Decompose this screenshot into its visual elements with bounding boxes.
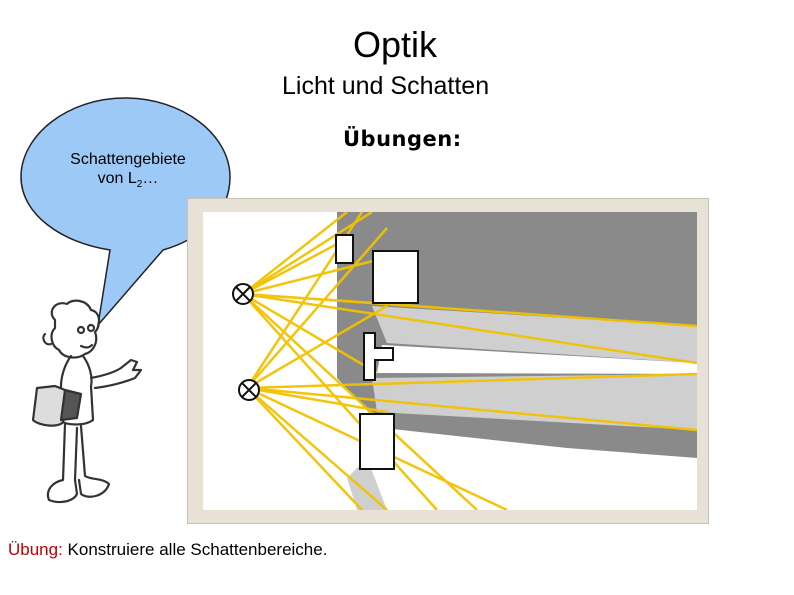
penumbra-band-1 <box>372 306 697 363</box>
task-instruction: Übung: Konstruiere alle Schattenbereiche… <box>8 540 327 560</box>
task-text: Konstruiere alle Schattenbereiche. <box>62 540 328 559</box>
light-bulb-cross-icon <box>238 379 260 401</box>
penumbra-band-3 <box>347 458 387 510</box>
light-bulb-cross-icon <box>232 283 254 305</box>
light-rays <box>242 212 697 510</box>
slide-title: Optik <box>352 24 438 65</box>
cartoon-character-icon <box>31 299 143 504</box>
task-label: Übung: <box>8 540 63 559</box>
obstacle-3 <box>363 332 394 381</box>
section-heading: Übungen: <box>343 127 462 151</box>
speech-bubble <box>20 97 231 328</box>
obstacle-1 <box>335 234 354 264</box>
slide-subtitle: Licht und Schatten <box>282 72 490 100</box>
shadow-diagram <box>187 198 709 524</box>
speech-bubble-text: Schattengebiete von L2… <box>70 151 186 191</box>
penumbra-band-2 <box>372 374 697 430</box>
obstacle-2 <box>372 250 419 304</box>
obstacle-4 <box>359 413 395 470</box>
